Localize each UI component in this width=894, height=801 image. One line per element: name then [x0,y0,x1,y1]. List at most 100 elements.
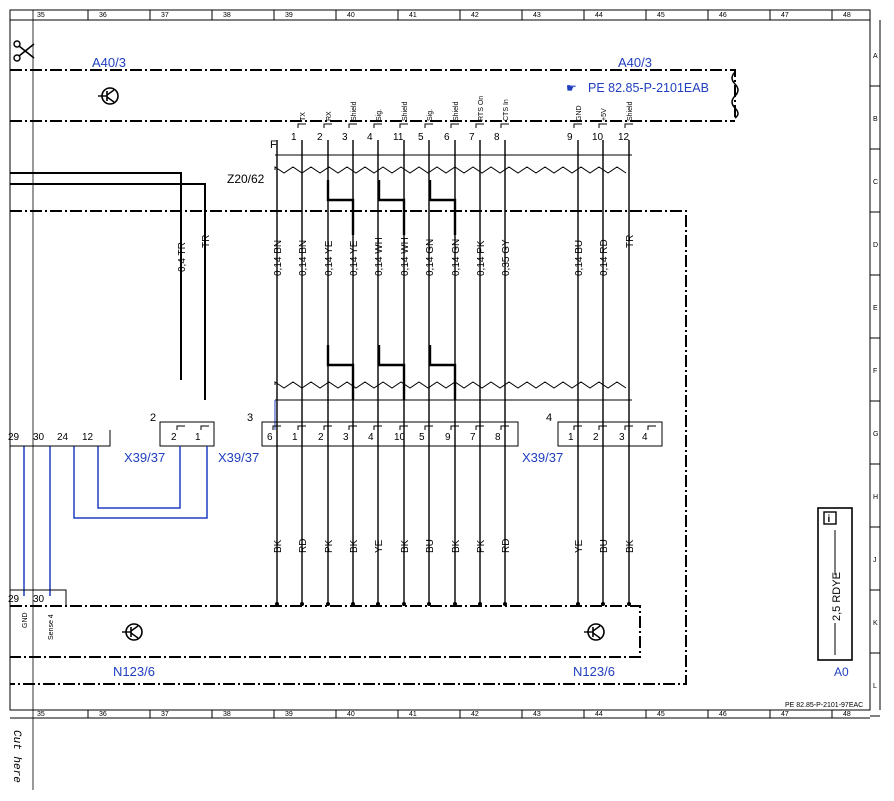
top-pin-number: 1 [291,132,297,143]
wire-splice [453,602,457,606]
ruler-col-bottom: 37 [161,711,169,718]
wire-splice [427,602,431,606]
wire-label-lower: BU [425,539,436,553]
ruler-row: J [873,557,877,564]
wire-splice [326,602,330,606]
pin-marker [200,425,209,430]
wire-label-upper: 0,14 PK [476,240,487,276]
footer-ref: PE 82.85-P-2101-97EAC [785,702,863,709]
pin-marker [450,425,459,430]
module-n123-6-label-left: N123/6 [113,664,155,679]
top-pin-name: +5V [601,108,608,121]
ruler-col-top: 37 [161,12,169,19]
wire-label-lower: BK [451,539,462,553]
info-icon: i [823,511,837,525]
pin-group: 1TX2RX3Shield4Sig.11Shield5Sig.6Shield7R… [171,96,656,443]
ruler-row: A [873,53,878,60]
connector-pin-number: 10 [394,432,406,443]
pin-marker [297,123,306,128]
ruler-col-bottom: 35 [37,711,45,718]
module-n123-6-outline [10,605,641,658]
wire-label-lower: RD [501,539,512,553]
connector-pin-number: 1 [292,432,298,443]
pin-marker [598,425,607,430]
ruler-row: D [873,242,878,249]
ruler-col-top: 39 [285,12,293,19]
wire-splice [503,602,507,606]
wire-label-lower: PK [476,539,487,553]
shield-jog [428,345,457,400]
left-pin-30: 30 [33,432,45,443]
wire-label-lower: YE [574,539,585,553]
wire-splice [300,602,304,606]
ruler-col-top: 48 [843,12,851,19]
pin-marker [323,123,332,128]
pin-marker [475,425,484,430]
wire-label-lower: BK [400,539,411,553]
ruler-col-bottom: 39 [285,711,293,718]
bottom-left-connector-edge [10,589,67,606]
pin-marker [373,425,382,430]
connector-pin-number: 4 [642,432,648,443]
connector-pin-number: 4 [368,432,374,443]
twisted-pair-upper [274,166,627,174]
ruler-row: K [873,620,878,627]
connector-pin-number: 7 [470,432,476,443]
ruler-col-bottom: 41 [409,711,417,718]
connector-pin-number: 1 [195,432,201,443]
connector-num-3: 3 [247,412,253,424]
transistor-icon [122,623,143,641]
blue-wires-left [23,446,51,596]
grid-ruler: 3535363637373838393940404141424243434444… [37,10,880,718]
pin-marker [399,425,408,430]
top-pin-number: 4 [367,132,373,143]
pin-marker [424,425,433,430]
wire-label-upper: 0,14 BU [574,240,585,276]
pin-marker [450,123,459,128]
scissors-icon [13,40,35,62]
connector-pin-number: 3 [343,432,349,443]
svg-text:i: i [828,514,831,525]
connector-pin-number: 5 [419,432,425,443]
top-pin-name: GND [576,105,583,121]
twisted-pair-lower [274,381,627,389]
component-a0-box [817,507,853,661]
connector-num-2: 2 [150,412,156,424]
cut-here-text: Cut here [10,730,22,783]
pin-marker [500,425,509,430]
shield-jog [377,180,406,235]
top-pin-name: Sig. [427,109,434,121]
ruler-col-top: 36 [99,12,107,19]
left-pin-24: 24 [57,432,69,443]
wire-label-lower: BK [625,539,636,553]
shield-jog [326,180,355,235]
wire-label-upper: 0,14 YE [324,240,335,276]
pin-marker [500,123,509,128]
bottom-pin-30: 30 [33,594,45,605]
ruler-col-bottom: 46 [719,711,727,718]
blue-wire-12 [97,446,181,509]
wire-label-lower: BK [349,539,360,553]
ruler-col-top: 47 [781,12,789,19]
ruler-col-bottom: 47 [781,711,789,718]
connector-pin-number: 2 [318,432,324,443]
wire-label-upper: 0,14 WH [400,237,411,276]
top-pin-name: Shield [453,101,460,121]
harness-enclosure [10,210,687,685]
transistor-icon [98,87,119,105]
shield-jog [377,345,406,400]
ruler-col-bottom: 45 [657,711,665,718]
wire-splice [275,602,279,606]
module-ref[interactable]: PE 82.85-P-2101EAB [588,81,709,95]
connector-pin-number: 1 [568,432,574,443]
connector-pin-number: 2 [171,432,177,443]
ruler-col-top: 40 [347,12,355,19]
pin-marker [647,425,656,430]
wire-splice [576,602,580,606]
left-wire-0-4-tr [10,172,182,380]
top-pin-number: 12 [618,132,630,143]
top-pin-name: Shield [402,101,409,121]
wire-label-upper: 0,14 GN [451,239,462,276]
module-label-left: A40/3 [92,55,126,70]
